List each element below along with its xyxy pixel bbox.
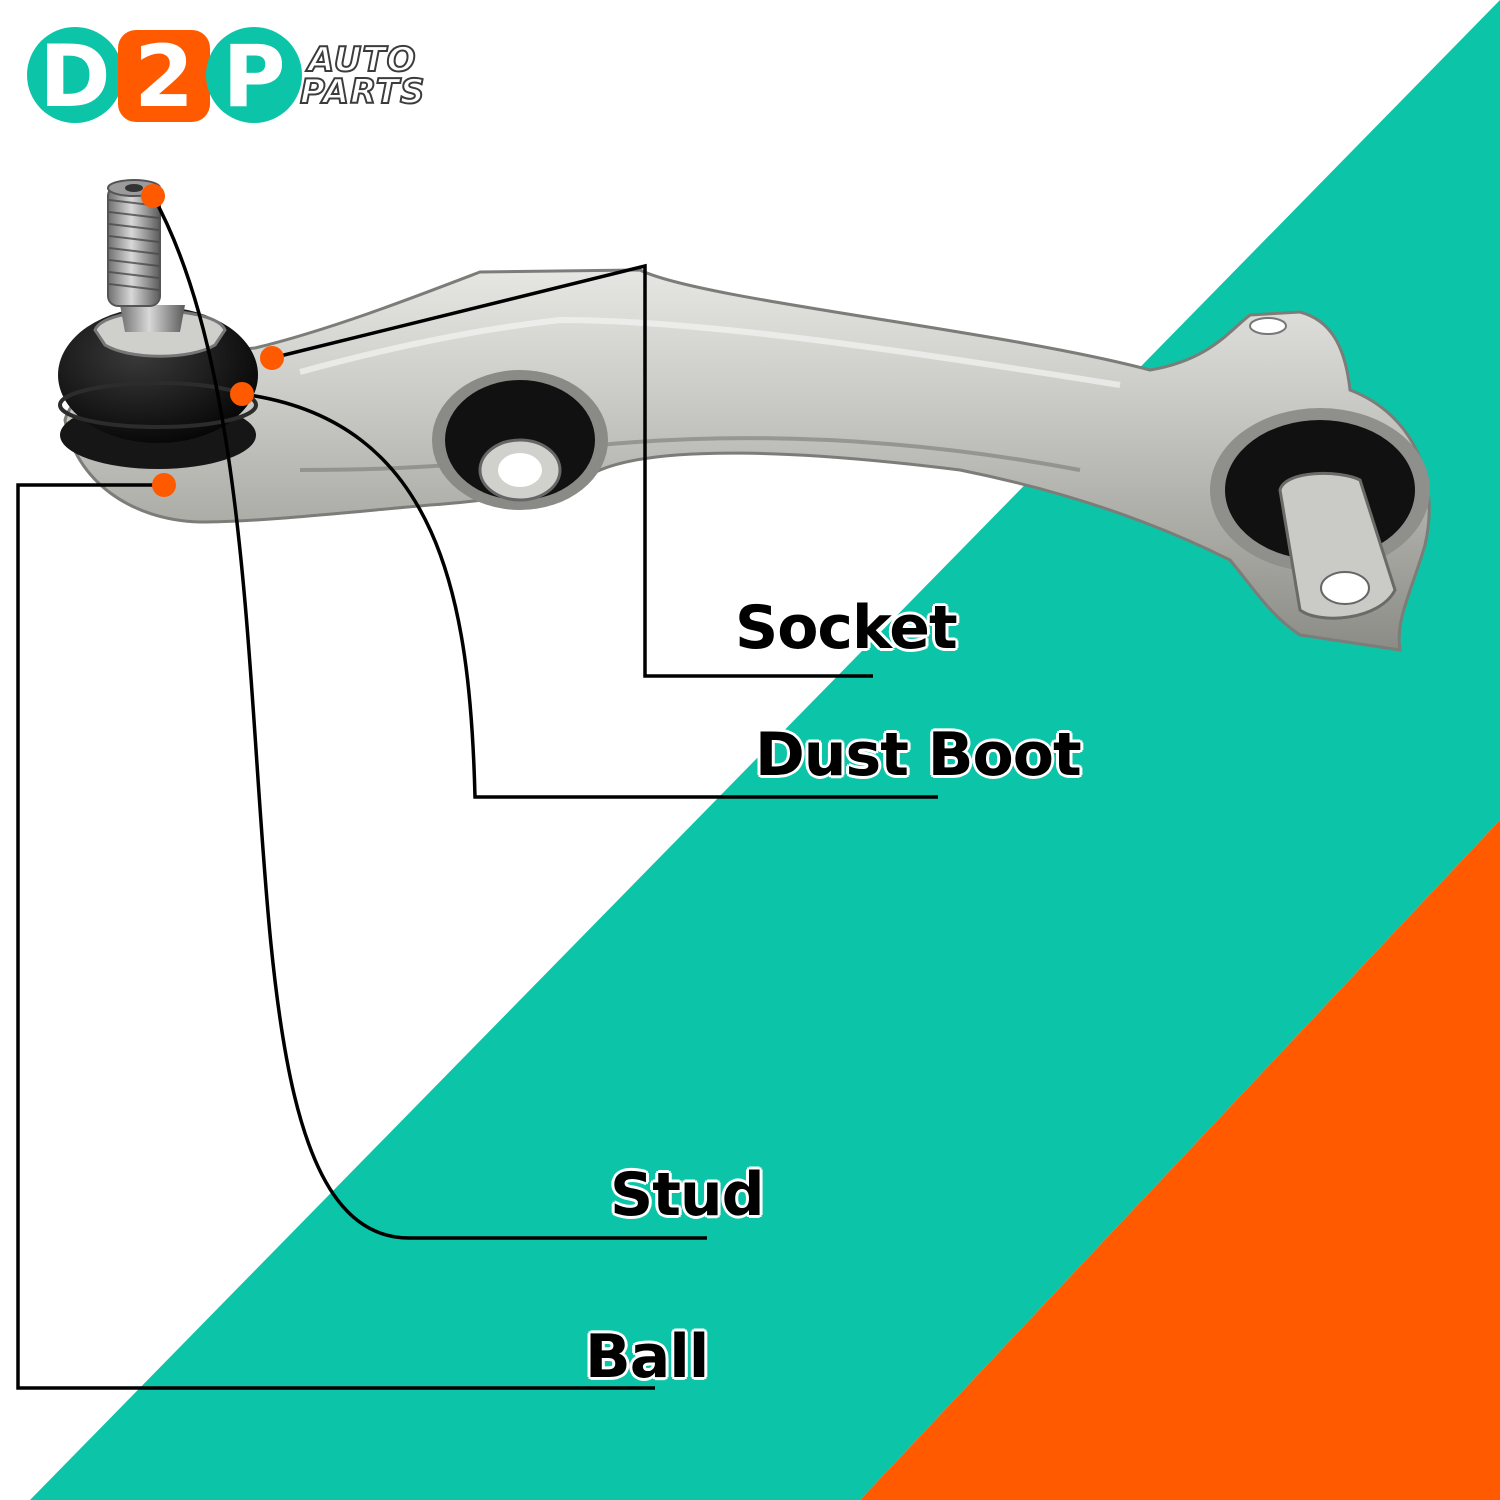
ball-marker [152, 473, 176, 497]
brand-logo-mark: D 2 P [27, 27, 302, 127]
socket-marker [260, 346, 284, 370]
stud-marker [141, 184, 165, 208]
orange-band [860, 820, 1500, 1500]
label-stud: Stud [610, 1160, 765, 1230]
ball-leader [16, 483, 655, 1390]
logo-letter-2: 2 [134, 27, 194, 127]
label-socket: Socket [735, 593, 958, 663]
marker-dots [141, 184, 284, 497]
logo-word-parts: PARTS [299, 72, 426, 112]
socket-leader [271, 263, 873, 678]
control-arm [63, 268, 1431, 652]
logo-letter-d: D [39, 27, 110, 127]
logo-letter-p: P [222, 27, 285, 127]
label-dust-boot: Dust Boot [755, 720, 1082, 790]
dust-boot-marker [230, 382, 254, 406]
leader-lines [16, 195, 938, 1390]
ball-joint [58, 179, 258, 469]
stud-leader [151, 195, 707, 1240]
label-ball: Ball [585, 1322, 709, 1392]
dust-boot-leader [241, 392, 938, 799]
logo-word-auto: AUTO [307, 40, 417, 80]
